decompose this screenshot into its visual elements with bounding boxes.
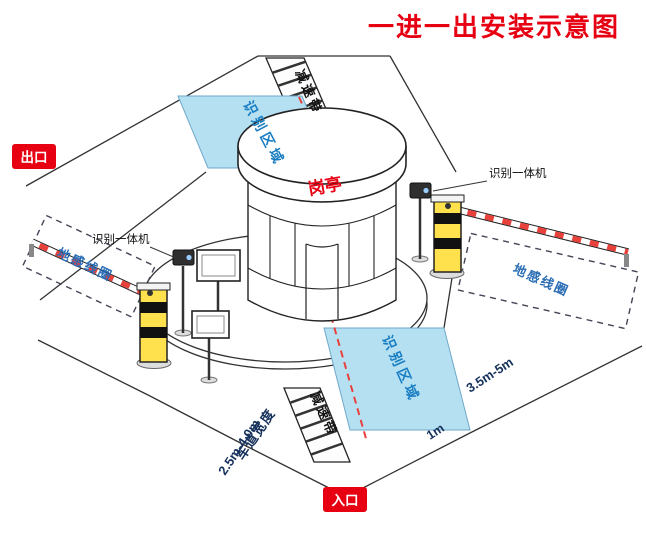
diagram-title: 一进一出安装示意图 bbox=[368, 12, 620, 42]
entrance-badge-box bbox=[323, 487, 367, 512]
ground-coil-left-label: 地感线圈 bbox=[55, 245, 116, 284]
dashed-marking-bottom bbox=[330, 315, 368, 443]
booth-roof-top bbox=[237, 107, 407, 185]
road-edge-exit-lower bbox=[39, 171, 207, 301]
speed-bump-bottom-band bbox=[283, 387, 351, 463]
sign-1-screen bbox=[201, 254, 236, 277]
left-barrier-pivot bbox=[147, 290, 153, 296]
coil-distance-label: 3.5m-5m bbox=[463, 354, 515, 395]
left-barrier-body bbox=[139, 287, 168, 363]
booth-window-sill bbox=[247, 267, 397, 290]
left-camera-icon bbox=[172, 249, 195, 266]
left-camera-lens bbox=[186, 254, 192, 261]
right-barrier-stripe-2 bbox=[434, 238, 461, 249]
left-barrier-stripe-1 bbox=[140, 302, 167, 313]
speed-bump-bottom-outline bbox=[283, 387, 351, 463]
sign-board-2 bbox=[191, 310, 230, 384]
left-barrier-pole bbox=[29, 238, 148, 298]
ground-coil-right-box bbox=[457, 232, 640, 330]
guard-booth: 岗亭 bbox=[237, 107, 407, 322]
left-barrier-stripe-2 bbox=[140, 327, 167, 338]
road-edge-entry-right bbox=[358, 433, 469, 491]
right-barrier-cap bbox=[430, 194, 465, 203]
speed-bump-bottom-stripes bbox=[289, 390, 343, 456]
exit-badge-box bbox=[12, 144, 56, 169]
left-barrier-housing bbox=[136, 282, 172, 369]
left-pole-end-post bbox=[29, 244, 34, 257]
recognition-machine-right-label: 识别一体机 bbox=[489, 166, 547, 180]
road-edge-entry-left-mid bbox=[149, 395, 253, 450]
right-pole-end-post bbox=[624, 254, 629, 267]
exit-badge-label: 出口 bbox=[21, 149, 48, 165]
right-barrier-body bbox=[433, 199, 462, 273]
right-barrier-housing bbox=[429, 194, 465, 279]
entrance-badge-label: 入口 bbox=[332, 493, 359, 508]
right-camera-icon bbox=[409, 182, 432, 199]
road-edge-lines bbox=[25, 55, 643, 491]
right-barrier-pivot bbox=[445, 203, 451, 209]
ground-coil-right-label: 地感线圈 bbox=[511, 261, 572, 299]
road-edge-top-right bbox=[389, 55, 457, 173]
right-camera-post bbox=[409, 182, 432, 263]
recognition-machine-left-callout: 识别一体机 bbox=[92, 232, 177, 259]
recognition-machine-left-label: 识别一体机 bbox=[92, 232, 150, 246]
recognition-machine-right-callout: 识别一体机 bbox=[432, 166, 547, 192]
left-callout-leader bbox=[149, 246, 177, 259]
road-edge-exit-upper bbox=[25, 55, 259, 187]
exit-badge: 出口 bbox=[12, 144, 56, 169]
recognition-area-bottom bbox=[323, 327, 471, 431]
road-edge-connector-right bbox=[443, 277, 453, 329]
right-callout-leader bbox=[432, 180, 488, 192]
sign-2-screen bbox=[196, 315, 225, 334]
booth-door bbox=[305, 243, 339, 319]
left-camera-post bbox=[172, 249, 195, 337]
road-edge-entry-left-far bbox=[37, 339, 151, 397]
booth-windows bbox=[247, 204, 397, 290]
right-barrier-pole bbox=[449, 204, 629, 267]
road-edge-entry-left bbox=[251, 448, 334, 491]
road-edge-entry-right-far bbox=[467, 345, 643, 435]
entrance-badge: 入口 bbox=[323, 487, 367, 512]
booth-walls bbox=[247, 180, 397, 322]
right-camera-lens bbox=[423, 187, 429, 194]
booth-window-rail bbox=[247, 204, 397, 227]
left-barrier-cap bbox=[136, 282, 171, 291]
right-barrier-stripe-1 bbox=[434, 213, 461, 224]
